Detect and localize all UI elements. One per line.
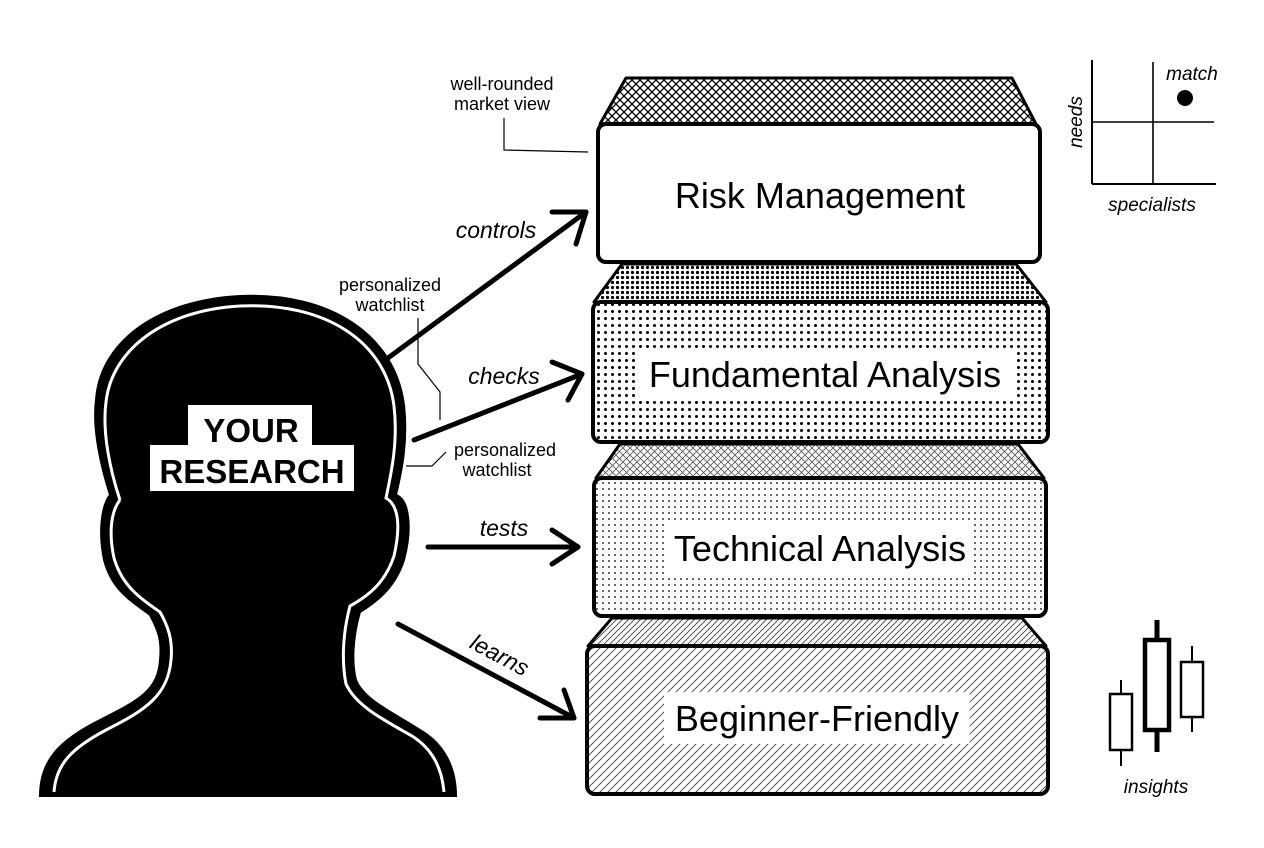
matrix-point-label: match <box>1166 64 1218 85</box>
candle-right <box>1179 646 1205 732</box>
layer-risk-management: Risk Management <box>596 76 1042 264</box>
arrow-learns <box>395 621 577 721</box>
matrix-x-label: specialists <box>1108 195 1196 216</box>
callout-market-view-line1: well-rounded <box>449 74 553 94</box>
callout-watchlist-lower-line1: personalized <box>454 440 556 460</box>
layer-risk-management-label: Risk Management <box>675 175 965 216</box>
callout-watchlist-lower-line2: watchlist <box>461 460 531 480</box>
arrow-controls <box>385 209 589 361</box>
head-title-line2: RESEARCH <box>159 453 344 490</box>
callout-watchlist-upper: personalized watchlist <box>339 275 441 420</box>
arrow-tests <box>425 527 581 567</box>
candle-left <box>1108 680 1134 766</box>
arrow-checks <box>411 359 585 443</box>
candle-middle <box>1142 620 1172 752</box>
layer-fundamental-analysis: Fundamental Analysis <box>591 262 1050 444</box>
layer-fundamental-analysis-label: Fundamental Analysis <box>649 354 1001 395</box>
callout-watchlist-upper-line1: personalized <box>339 275 441 295</box>
head-title-line1: YOUR <box>203 412 299 449</box>
callout-market-view-line2: market view <box>454 94 551 114</box>
matrix-match-dot <box>1177 90 1193 106</box>
candlestick-caption: insights <box>1124 777 1189 798</box>
layer-technical-analysis: Technical Analysis <box>592 442 1048 618</box>
arrow-tests-label: tests <box>480 515 529 541</box>
callout-watchlist-lower: personalized watchlist <box>406 440 556 480</box>
callout-watchlist-upper-line2: watchlist <box>354 295 424 315</box>
matrix-y-label: needs <box>1066 96 1087 148</box>
layer-beginner-friendly: Beginner-Friendly <box>585 616 1050 796</box>
arrow-learns-label: learns <box>466 629 534 682</box>
callout-market-view: well-rounded market view <box>449 74 589 153</box>
head-silhouette <box>38 294 458 797</box>
candlestick-icon: insights <box>1108 620 1205 798</box>
matrix-icon: match needs specialists <box>1066 60 1218 216</box>
layer-technical-analysis-label: Technical Analysis <box>674 528 966 569</box>
layer-beginner-friendly-label: Beginner-Friendly <box>675 698 959 739</box>
arrow-controls-label: controls <box>456 217 537 243</box>
head-title: YOUR RESEARCH <box>150 405 354 491</box>
arrow-checks-label: checks <box>468 363 540 389</box>
